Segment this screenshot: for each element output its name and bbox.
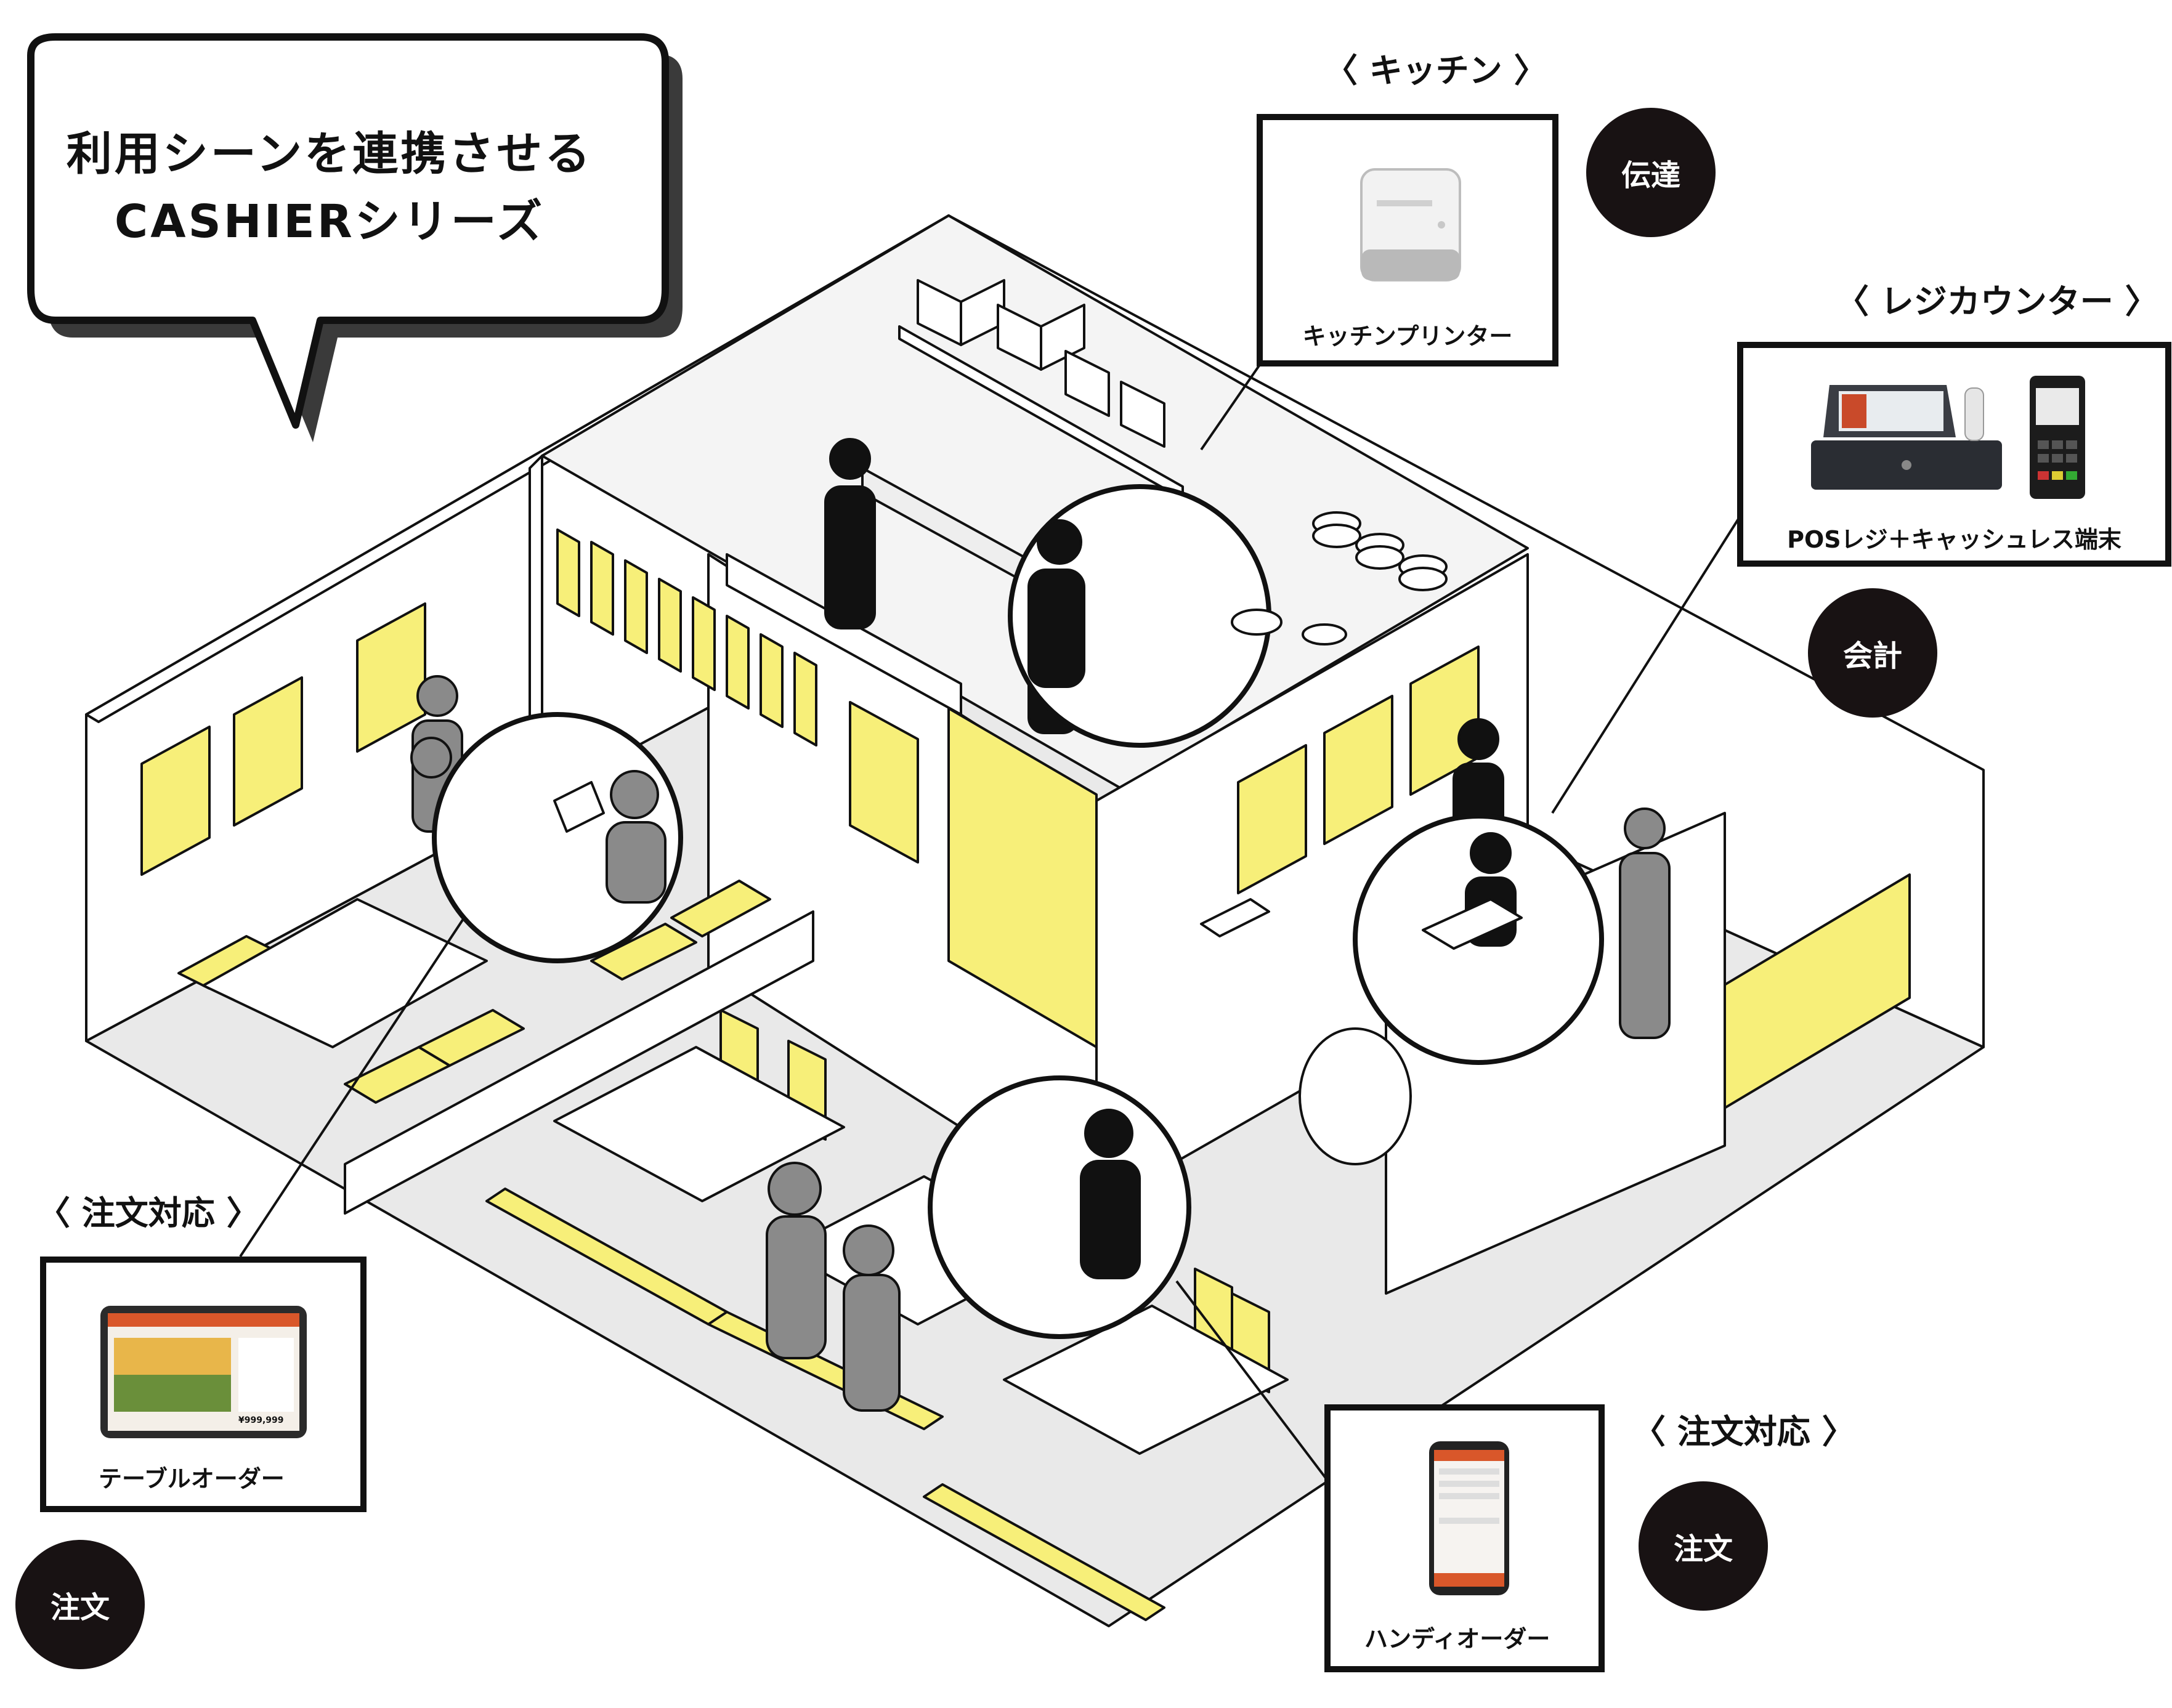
kitchen-badge: 伝達 <box>1586 108 1716 237</box>
speech-bubble <box>27 33 669 429</box>
table-order-tablet: ¥999,999 <box>100 1306 307 1438</box>
noren-curtain-mid <box>947 707 1098 1048</box>
kitchen-printer-label: キッチンプリンター <box>1302 323 1513 350</box>
headline-line2: CASHIERシリーズ <box>114 195 545 248</box>
phone-screen <box>1434 1450 1504 1587</box>
table-order-label: テーブルオーダー <box>99 1465 285 1492</box>
table-order-card: ¥999,999 テーブルオーダー <box>40 1257 367 1512</box>
cashless-terminal-image <box>2030 376 2085 499</box>
kitchen-printer-image <box>1360 168 1461 281</box>
headline-line1: 利用シーンを連携させる <box>66 127 593 180</box>
handy-order-badge: 注文 <box>1639 1481 1768 1611</box>
dining-table-1 <box>553 1046 845 1202</box>
headline: 利用シーンを連携させる CASHIERシリーズ <box>0 0 678 345</box>
handy-order-phone <box>1429 1441 1509 1595</box>
pos-register-image <box>1811 385 2002 490</box>
handy-magnifier <box>928 1075 1191 1339</box>
handy-order-card: ハンディオーダー <box>1324 1404 1605 1672</box>
tablet-screen: ¥999,999 <box>108 1313 299 1431</box>
register-badge: 会計 <box>1808 588 1937 718</box>
clay-jar <box>1299 1027 1412 1165</box>
register-section-title: 〈 レジカウンター 〉 <box>1836 282 2158 321</box>
low-table <box>202 898 488 1048</box>
pos-register-card: POSレジ＋キャッシュレス端末 <box>1737 342 2171 567</box>
kitchen-section-title: 〈 キッチン 〉 <box>1324 51 1547 90</box>
tablet-price: ¥999,999 <box>238 1415 284 1425</box>
table-order-section-title: 〈 注文対応 〉 <box>37 1194 260 1232</box>
handy-order-section-title: 〈 注文対応 〉 <box>1632 1412 1855 1451</box>
handy-order-label: ハンディオーダー <box>1364 1625 1550 1653</box>
table-order-badge: 注文 <box>15 1540 145 1669</box>
kitchen-printer-card: キッチンプリンター <box>1257 114 1558 366</box>
pos-register-label: POSレジ＋キャッシュレス端末 <box>1787 526 2121 553</box>
tatami-platform <box>344 910 814 1215</box>
